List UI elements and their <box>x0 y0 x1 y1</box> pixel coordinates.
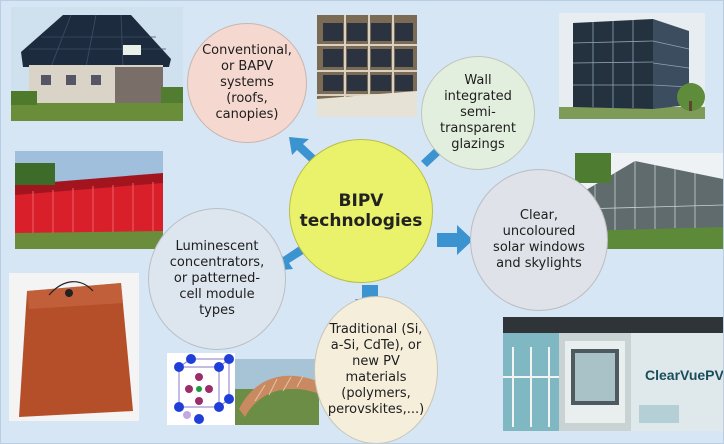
node-pv-materials: Traditional (Si, a-Si, CdTe), or new PV … <box>314 296 438 443</box>
lsc-panel-photo <box>9 273 139 421</box>
node-pv-materials-label: Traditional (Si, a-Si, CdTe), or new PV … <box>327 322 425 417</box>
node-solar-windows-label: Clear, uncoloured solar windows and skyl… <box>493 208 585 271</box>
arrow-to-right-icon <box>437 225 473 255</box>
solar-canopy-photo <box>317 15 417 117</box>
center-node-bipv: BIPV technologies <box>289 139 433 283</box>
node-wall-glazings: Wall integrated semi- transparent glazin… <box>421 56 535 170</box>
node-solar-windows: Clear, uncoloured solar windows and skyl… <box>470 169 608 311</box>
node-bapv-label: Conventional, or BAPV systems (roofs, ca… <box>202 43 292 122</box>
crystal-structure-photo <box>167 353 235 425</box>
solar-roof-house-photo <box>11 7 183 121</box>
solar-window-display-photo: ClearVuePV <box>503 317 723 431</box>
node-bapv-systems: Conventional, or BAPV systems (roofs, ca… <box>187 23 307 143</box>
red-greenhouse-photo <box>15 151 163 249</box>
polymer-film-photo <box>235 359 319 425</box>
window-brand-label: ClearVuePV <box>645 367 723 383</box>
node-luminescent-concentrators: Luminescent concentrators, or patterned-… <box>148 208 286 350</box>
node-wall-glazings-label: Wall integrated semi- transparent glazin… <box>439 73 517 152</box>
center-node-label: BIPV technologies <box>299 191 423 231</box>
glass-building-photo <box>559 13 705 119</box>
node-luminescent-label: Luminescent concentrators, or patterned-… <box>169 239 265 318</box>
